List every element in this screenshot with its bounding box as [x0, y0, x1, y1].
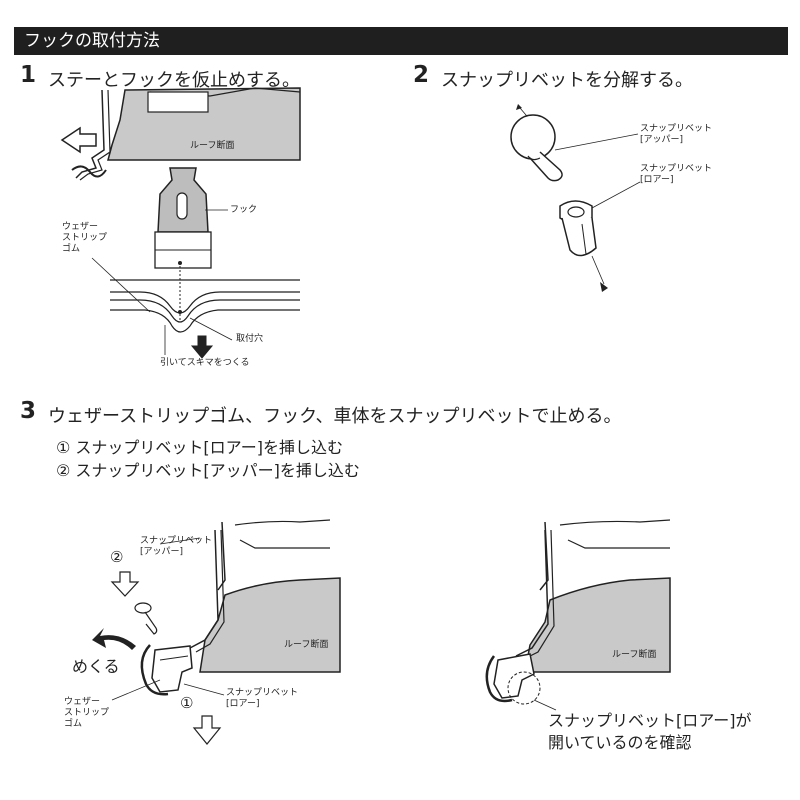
fig4-roof-label: ルーフ断面: [612, 650, 657, 660]
fig3-lower-label-2: [ロアー]: [226, 699, 260, 709]
fig2-lower-label-2: [ロアー]: [640, 175, 674, 185]
fig3-flip-label: めくる: [72, 657, 120, 676]
fig3-weather-label-1: ウェザー: [64, 697, 101, 707]
fig1-pull-label: 引いてスキマをつくる: [160, 358, 250, 368]
step-2-text: スナップリベットを分解する。: [441, 70, 693, 91]
fig3-circle-1: ①: [180, 694, 194, 712]
fig3-upper-label-1: スナップリベット: [140, 536, 213, 546]
fig1-roof-label: ルーフ断面: [190, 141, 235, 151]
fig3-weather-label-2: ストリップ: [64, 708, 110, 718]
step-2-number: 2: [413, 62, 430, 88]
step-3-number: 3: [20, 398, 37, 424]
step-1-text: ステーとフックを仮止めする。: [48, 70, 300, 91]
step-1-number: 1: [20, 62, 37, 88]
fig2-upper-label-1: スナップリベット: [640, 124, 713, 134]
section-header: フックの取付方法: [14, 27, 788, 55]
fig3-lower-label-1: スナップリベット: [226, 688, 299, 698]
fig1-weather-label-2: ストリップ: [62, 233, 108, 243]
fig4-confirm-label-2: 開いているのを確認: [548, 733, 692, 752]
step-3-substep-1: ① スナップリベット[ロアー]を挿し込む: [56, 438, 343, 457]
fig3-circle-2: ②: [110, 548, 124, 566]
fig1-hook-label: フック: [230, 205, 258, 215]
step-3-substep-2: ② スナップリベット[アッパー]を挿し込む: [56, 461, 360, 480]
step-3-text: ウェザーストリップゴム、フック、車体をスナップリベットで止める。: [48, 406, 622, 427]
fig1-hole-label: 取付穴: [236, 334, 264, 344]
fig4-confirm-label-1: スナップリベット[ロアー]が: [548, 711, 752, 730]
fig3-weather-label-3: ゴム: [64, 719, 83, 729]
fig1-weather-label-3: ゴム: [62, 244, 81, 254]
fig3-upper-label-2: [アッパー]: [140, 547, 184, 557]
fig2-lower-label-1: スナップリベット: [640, 164, 713, 174]
fig1-weather-label-1: ウェザー: [62, 222, 99, 232]
fig3-roof-label: ルーフ断面: [284, 640, 329, 650]
fig2-upper-label-2: [アッパー]: [640, 135, 684, 145]
